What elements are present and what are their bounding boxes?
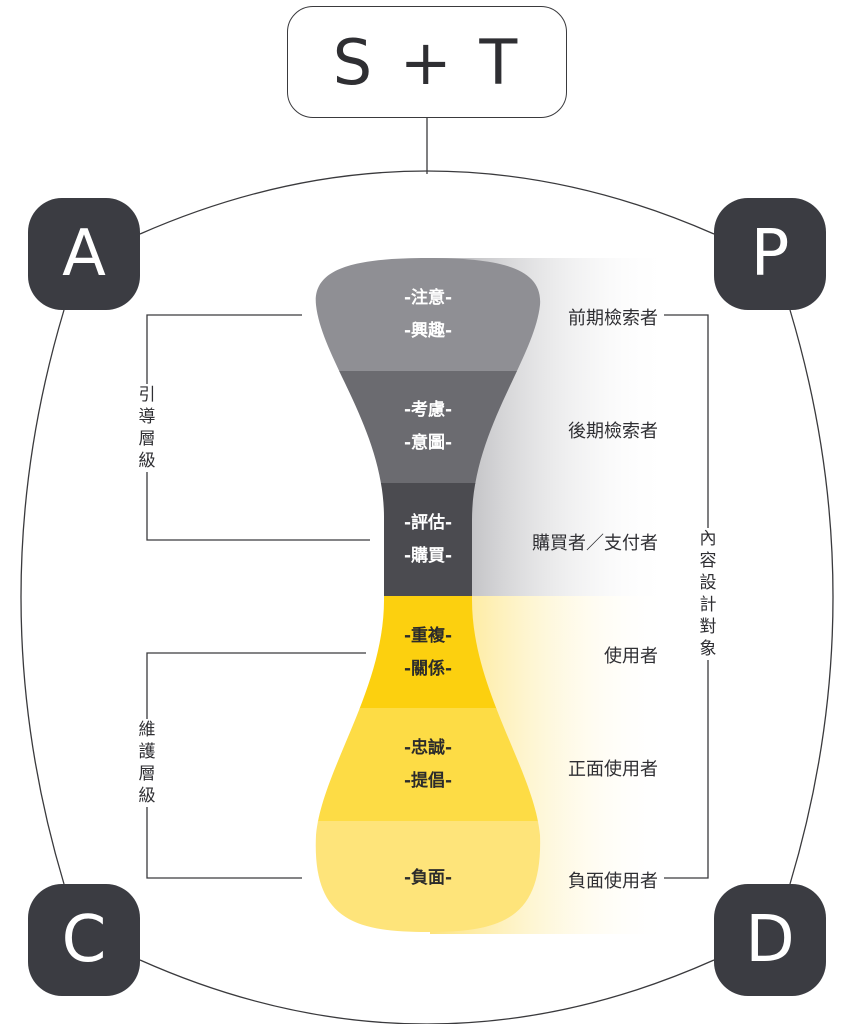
title-box: S + T — [287, 6, 567, 118]
maintain-level-label: 維護層級 — [135, 719, 159, 807]
guide-level-label: 引導層級 — [135, 384, 159, 472]
role-2-label: 後期檢索者 — [568, 421, 658, 442]
role-4-label: 使用者 — [604, 646, 658, 667]
stage-2-line2: -意圖- — [403, 433, 453, 453]
stage-5-label: -忠誠- -提倡- — [380, 732, 476, 798]
corner-p-letter: P — [750, 217, 790, 291]
stage-3-line1: -評估- — [403, 513, 453, 533]
stage-2-line1: -考慮- — [403, 400, 453, 420]
stage-6-label: -負面- — [380, 862, 476, 895]
stage-4-line2: -關係- — [403, 659, 453, 679]
stage-4-line1: -重複- — [403, 626, 453, 646]
corner-d-letter: D — [745, 903, 795, 977]
stage-5-line1: -忠誠- — [403, 738, 453, 758]
corner-a-letter: A — [62, 217, 106, 291]
stage-1-line1: -注意- — [403, 288, 453, 308]
corner-d-badge: D — [714, 884, 826, 996]
stage-4-label: -重複- -關係- — [380, 620, 476, 686]
corner-c-letter: C — [61, 903, 107, 977]
stage-1-label: -注意- -興趣- — [380, 282, 476, 348]
role-5-label: 正面使用者 — [568, 759, 658, 780]
stage-2-label: -考慮- -意圖- — [380, 394, 476, 460]
stage-3-label: -評估- -購買- — [380, 507, 476, 573]
stage-5-line2: -提倡- — [403, 771, 453, 791]
corner-a-badge: A — [28, 198, 140, 310]
corner-p-badge: P — [714, 198, 826, 310]
corner-c-badge: C — [28, 884, 140, 996]
role-6-label: 負面使用者 — [568, 871, 658, 892]
content-target-label: 內容設計對象 — [696, 528, 720, 660]
stage-3-line2: -購買- — [403, 546, 453, 566]
stage-6-line1: -負面- — [403, 868, 453, 888]
role-3-label: 購買者／支付者 — [532, 533, 658, 554]
title-text: S + T — [332, 25, 522, 99]
stage-1-line2: -興趣- — [403, 321, 453, 341]
role-1-label: 前期檢索者 — [568, 308, 658, 329]
